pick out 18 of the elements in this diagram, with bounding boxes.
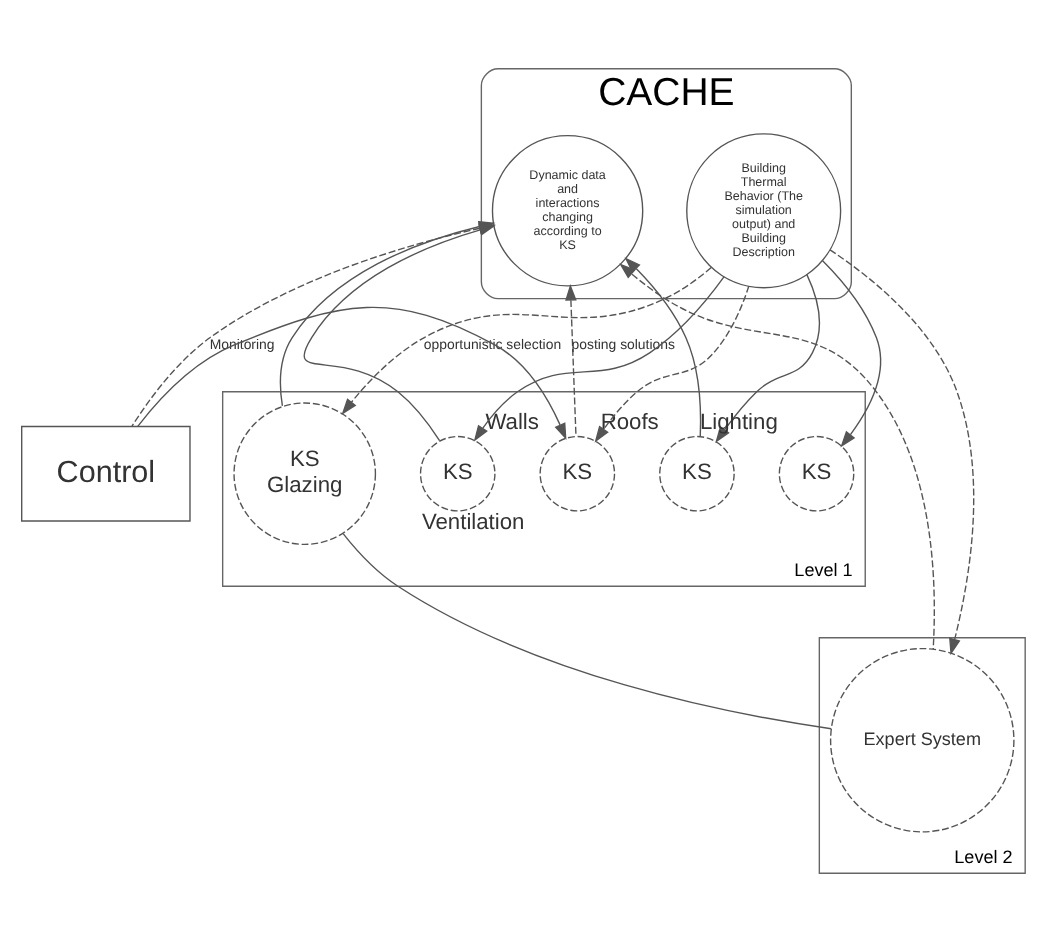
node-label: Ventilation bbox=[421, 509, 525, 534]
node-circle: KS bbox=[778, 434, 855, 511]
node-circle: KS Glazing bbox=[233, 401, 377, 545]
arrow bbox=[821, 258, 882, 447]
arrow bbox=[137, 305, 567, 440]
arrow bbox=[473, 275, 725, 441]
node-circle: Expert System bbox=[829, 646, 1015, 832]
node-box: Control bbox=[21, 424, 191, 521]
arrow bbox=[619, 262, 935, 650]
node-label: Roofs bbox=[600, 410, 659, 435]
arrow bbox=[341, 265, 712, 414]
node-label: Walls bbox=[485, 410, 539, 435]
connector bbox=[342, 532, 832, 729]
node-circle: KS bbox=[659, 434, 735, 511]
node-circle: KS bbox=[539, 434, 616, 511]
node-circle: KS bbox=[419, 434, 496, 511]
arrow bbox=[565, 282, 577, 436]
arrow bbox=[829, 248, 975, 655]
